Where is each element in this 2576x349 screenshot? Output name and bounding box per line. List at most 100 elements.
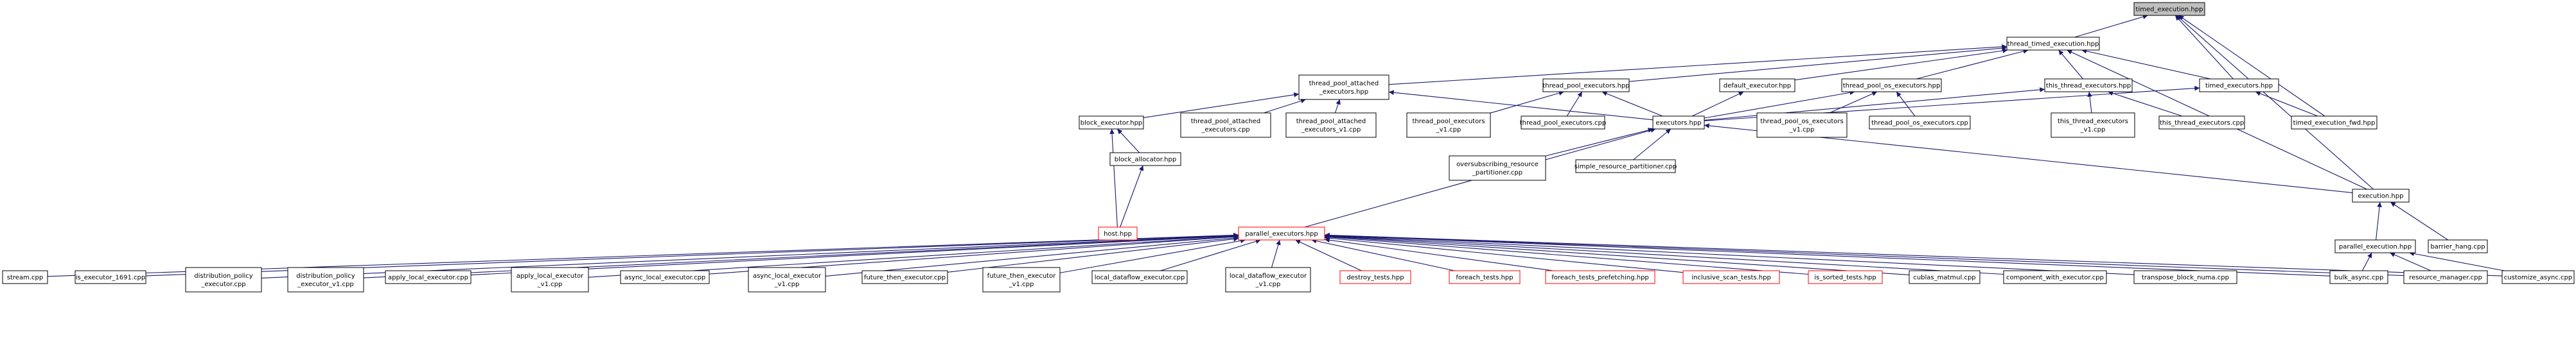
node-foreach-tests-prefetching[interactable]: foreach_tests_prefetching.hpp [1545, 270, 1655, 284]
node-box [748, 267, 826, 293]
node-box [1285, 112, 1377, 138]
node-label: stream.cpp [7, 275, 43, 282]
edge-default_executor-to-thread_timed_execution [1794, 48, 2008, 81]
node-box [2428, 239, 2488, 253]
node-label: parallel_execution.hpp [2339, 244, 2412, 251]
edge-barrier_hang-to-execution [2390, 201, 2449, 241]
node-bulk-async[interactable]: bulk_async.cpp [2329, 270, 2388, 284]
node-label: distribution_policy [296, 273, 355, 280]
node-box [1339, 270, 1411, 284]
node-box [2006, 37, 2100, 51]
node-customize-async[interactable]: customize_async.cpp [2501, 270, 2575, 284]
node-label: simple_resource_partitioner.cpp [1575, 164, 1677, 171]
node-box [385, 270, 472, 284]
node-parallel-executors[interactable]: parallel_executors.hpp [1238, 226, 1325, 241]
node-local-dataflow-executor[interactable]: local_dataflow_executor.cpp [1091, 270, 1188, 284]
node-label: _executors.cpp [1201, 126, 1249, 133]
node-inclusive-scan-tests[interactable]: inclusive_scan_tests.hpp [1682, 270, 1780, 284]
node-execution[interactable]: execution.hpp [2352, 189, 2410, 203]
node-destroy-tests[interactable]: destroy_tests.hpp [1339, 270, 1411, 284]
node-barrier-hang[interactable]: barrier_hang.cpp [2428, 239, 2488, 253]
node-async-local-executor[interactable]: async_local_executor.cpp [620, 270, 710, 284]
edge-timed_execution_fwd-to-timed_executors [2255, 91, 2318, 117]
node-resource-manager[interactable]: resource_manager.cpp [2403, 270, 2488, 284]
node-label: timed_execution_fwd.hpp [2293, 120, 2376, 127]
edge-foreach_tests_prefetching-to-parallel_executors [1324, 237, 1554, 271]
node-label: bulk_async.cpp [2334, 275, 2384, 282]
node-label: _v1.cpp [2080, 126, 2106, 133]
node-transpose-block-numa[interactable]: transpose_block_numa.cpp [2133, 270, 2237, 284]
node-thread-pool-os-executors-v1[interactable]: thread_pool_os_executors_v1.cpp [1756, 112, 1848, 138]
node-label: execution.hpp [2358, 193, 2404, 200]
node-thread-pool-attached-executors[interactable]: thread_pool_attached_executors.hpp [1298, 74, 1389, 100]
node-label: is_executor_1691.cpp [76, 275, 146, 282]
node-label: inclusive_scan_tests.hpp [1691, 275, 1771, 282]
node-box [1180, 112, 1271, 138]
node-apply-local-executor-v1[interactable]: apply_local_executor_v1.cpp [511, 267, 589, 293]
node-thread-pool-executors-v1[interactable]: thread_pool_executors_v1.cpp [1406, 112, 1491, 138]
node-thread-pool-attached-executors-v1[interactable]: thread_pool_attached_executors_v1.cpp [1285, 112, 1377, 138]
node-timed-executors[interactable]: timed_executors.hpp [2199, 78, 2279, 92]
node-label: _executor_v1.cpp [297, 281, 353, 288]
node-box [1109, 152, 1181, 166]
node-thread-pool-attached-executors-cpp[interactable]: thread_pool_attached_executors.cpp [1180, 112, 1271, 138]
node-cublas-matmul[interactable]: cublas_matmul.cpp [1909, 270, 1981, 284]
node-box [1079, 115, 1144, 130]
node-label: async_local_executor [753, 273, 822, 280]
node-thread-pool-os-executors-cpp[interactable]: thread_pool_os_executors.cpp [1869, 115, 1971, 130]
node-label: customize_async.cpp [2504, 275, 2572, 282]
node-box [1841, 78, 1942, 92]
node-box [287, 267, 364, 293]
edge-timed_executors-to-timed_execution [2175, 15, 2234, 80]
node-foreach-tests[interactable]: foreach_tests.hpp [1449, 270, 1521, 284]
node-block-executor[interactable]: block_executor.hpp [1079, 115, 1144, 130]
edge-host-to-block_allocator [1120, 165, 1144, 228]
edge-future_then_executor_v1-to-parallel_executors [1059, 238, 1246, 273]
node-box [2501, 270, 2575, 284]
node-box [1719, 78, 1795, 92]
node-executors[interactable]: executors.hpp [1652, 115, 1705, 130]
node-thread-pool-executors-cpp[interactable]: thread_pool_executors.cpp [1520, 115, 1606, 130]
edge-apply_local_executor-to-parallel_executors [470, 233, 1239, 276]
node-thread-timed-execution[interactable]: thread_timed_execution.hpp [2006, 37, 2100, 51]
edge-executors-to-thread_pool_executors [1601, 91, 1663, 117]
node-host[interactable]: host.hpp [1098, 226, 1138, 241]
node-block-allocator[interactable]: block_allocator.hpp [1109, 152, 1181, 166]
node-default-executor[interactable]: default_executor.hpp [1719, 78, 1795, 92]
node-thread-pool-executors[interactable]: thread_pool_executors.hpp [1542, 78, 1630, 92]
node-parallel-execution[interactable]: parallel_execution.hpp [2334, 239, 2416, 253]
node-future-then-executor-v1[interactable]: future_then_executor_v1.cpp [982, 267, 1061, 293]
node-timed-execution[interactable]: timed_execution.hpp [2133, 2, 2205, 16]
node-simple-resource[interactable]: simple_resource_partitioner.cpp [1575, 159, 1677, 173]
node-stream[interactable]: stream.cpp [2, 270, 48, 284]
edge-inclusive_scan_tests-to-parallel_executors [1324, 235, 1684, 273]
node-component-with-executor[interactable]: component_with_executor.cpp [2003, 270, 2107, 284]
edge-foreach_tests-to-parallel_executors [1311, 238, 1455, 271]
edge-async_local_executor_v1-to-parallel_executors [825, 235, 1239, 277]
node-this-thread-executors[interactable]: this_thread_executors.hpp [2044, 78, 2133, 92]
edge-bulk_async-to-parallel_executors [1324, 233, 2331, 277]
edge-destroy_tests-to-parallel_executors [1295, 239, 1362, 271]
node-thread-pool-os-executors[interactable]: thread_pool_os_executors.hpp [1841, 78, 1942, 92]
node-async-local-executor-v1[interactable]: async_local_executor_v1.cpp [748, 267, 826, 293]
node-label: host.hpp [1104, 231, 1132, 238]
node-label: future_then_executor.cpp [864, 275, 946, 282]
node-this-thread-executors-cpp[interactable]: this_thread_executors.cpp [2158, 115, 2245, 130]
node-label: destroy_tests.hpp [1346, 275, 1404, 282]
node-distribution-policy-executor[interactable]: distribution_policy_executor.cpp [185, 267, 262, 293]
node-box [511, 267, 589, 293]
node-distribution-policy-executor-v1[interactable]: distribution_policy_executor_v1.cpp [287, 267, 364, 293]
node-label: thread_timed_execution.hpp [2007, 41, 2099, 48]
edge-thread_pool_executors_cpp-to-thread_pool_executors [1566, 91, 1583, 117]
node-this-thread-executors-v1[interactable]: this_thread_executors_v1.cpp [2051, 112, 2135, 138]
node-box [1449, 270, 1521, 284]
node-box [1756, 112, 1848, 138]
edge-thread_timed_execution-to-timed_execution [2074, 14, 2148, 38]
node-timed-execution-fwd[interactable]: timed_execution_fwd.hpp [2291, 115, 2378, 130]
node-is-sorted-tests[interactable]: is_sorted_tests.hpp [1808, 270, 1883, 284]
node-apply-local-executor[interactable]: apply_local_executor.cpp [385, 270, 472, 284]
node-is-executor-1691[interactable]: is_executor_1691.cpp [75, 270, 146, 284]
node-oversubscribing[interactable]: oversubscribing_resource_partitioner.cpp [1449, 155, 1546, 181]
node-local-dataflow-executor-v1[interactable]: local_dataflow_executor_v1.cpp [1225, 267, 1311, 293]
node-future-then-executor[interactable]: future_then_executor.cpp [861, 270, 948, 284]
